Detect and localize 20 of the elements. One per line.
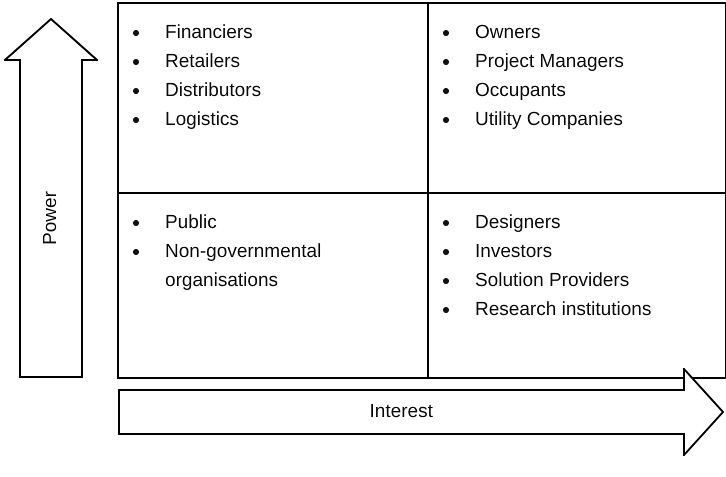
list-item: Retailers [165, 51, 240, 72]
list-item: Utility Companies [475, 109, 623, 130]
list-item: Logistics [165, 109, 239, 130]
matrix-quadrant [117, 2, 429, 194]
matrix-quadrant [427, 2, 726, 194]
list-item: Distributors [165, 80, 262, 101]
list-item: Owners [475, 22, 540, 43]
axis-label: Interest [370, 401, 433, 423]
list-item: Designers [475, 212, 561, 233]
list-item: Investors [475, 241, 552, 262]
list-item: Non-governmental organisations [165, 241, 322, 291]
list-item: Project Managers [475, 51, 624, 72]
list-item: Occupants [475, 80, 566, 101]
list-item: Research institutions [475, 299, 652, 320]
list-item: Public [165, 212, 217, 233]
list-item: Solution Providers [475, 270, 630, 291]
matrix-quadrant [117, 192, 429, 379]
axis-label: Power [40, 191, 62, 245]
matrix-quadrant [427, 192, 726, 379]
list-item: Financiers [165, 22, 253, 43]
